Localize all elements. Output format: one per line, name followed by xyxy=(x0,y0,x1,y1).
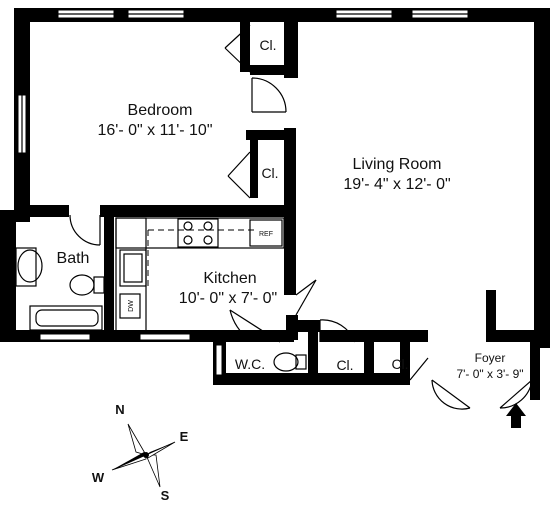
living-room-dims: 19'- 4" x 12'- 0" xyxy=(343,176,450,193)
bathtub xyxy=(29,305,103,331)
bedroom-dims: 16'- 0" x 11'- 10" xyxy=(97,122,212,139)
refrigerator-label: REF xyxy=(259,231,273,238)
wc-name: W.C. xyxy=(235,356,265,372)
compass: N E S W xyxy=(92,402,189,503)
dishwasher xyxy=(119,293,141,319)
foyer-name: Foyer xyxy=(475,351,506,365)
wc-fixtures xyxy=(273,352,307,372)
living-room-name: Living Room xyxy=(353,156,442,173)
stove xyxy=(177,218,219,248)
closet-label-2: Cl. xyxy=(261,165,278,181)
foyer-dims: 7'- 0" x 3'- 9" xyxy=(456,367,523,381)
closet-label-4: Cl. xyxy=(391,356,408,372)
compass-s-label: S xyxy=(161,488,170,503)
bath-name: Bath xyxy=(57,250,90,267)
doors xyxy=(69,24,533,410)
wc-toilet xyxy=(273,352,299,372)
compass-n-label: N xyxy=(115,402,124,417)
kitchen-fixtures: REF DW xyxy=(115,217,285,334)
kitchen-name: Kitchen xyxy=(203,270,256,287)
interior-walls xyxy=(14,8,496,382)
closet-label-3: Cl. xyxy=(336,357,353,373)
refrigerator xyxy=(249,219,283,247)
dishwasher-label: DW xyxy=(128,300,135,312)
compass-w-label: W xyxy=(92,470,105,485)
closet-label-1: Cl. xyxy=(259,37,276,53)
bath-toilet xyxy=(69,274,95,296)
compass-e-label: E xyxy=(180,429,189,444)
bath-fixtures xyxy=(15,247,105,331)
entry-arrow-icon xyxy=(506,403,526,428)
bedroom-name: Bedroom xyxy=(128,102,193,119)
kitchen-dims: 10'- 0" x 7'- 0" xyxy=(179,290,277,307)
bath-sink xyxy=(17,249,43,283)
windows xyxy=(17,9,469,376)
kitchen-sink xyxy=(119,249,147,287)
